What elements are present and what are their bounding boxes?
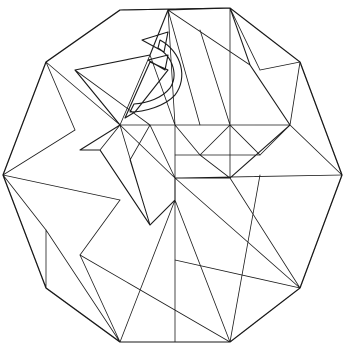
- blue-creases: [3, 8, 342, 342]
- white-flap: [75, 8, 290, 225]
- octagon-base: [3, 8, 342, 342]
- octagon-outline-top: [3, 8, 342, 342]
- white-flap-top: [75, 8, 290, 225]
- octagon-outline: [3, 8, 342, 342]
